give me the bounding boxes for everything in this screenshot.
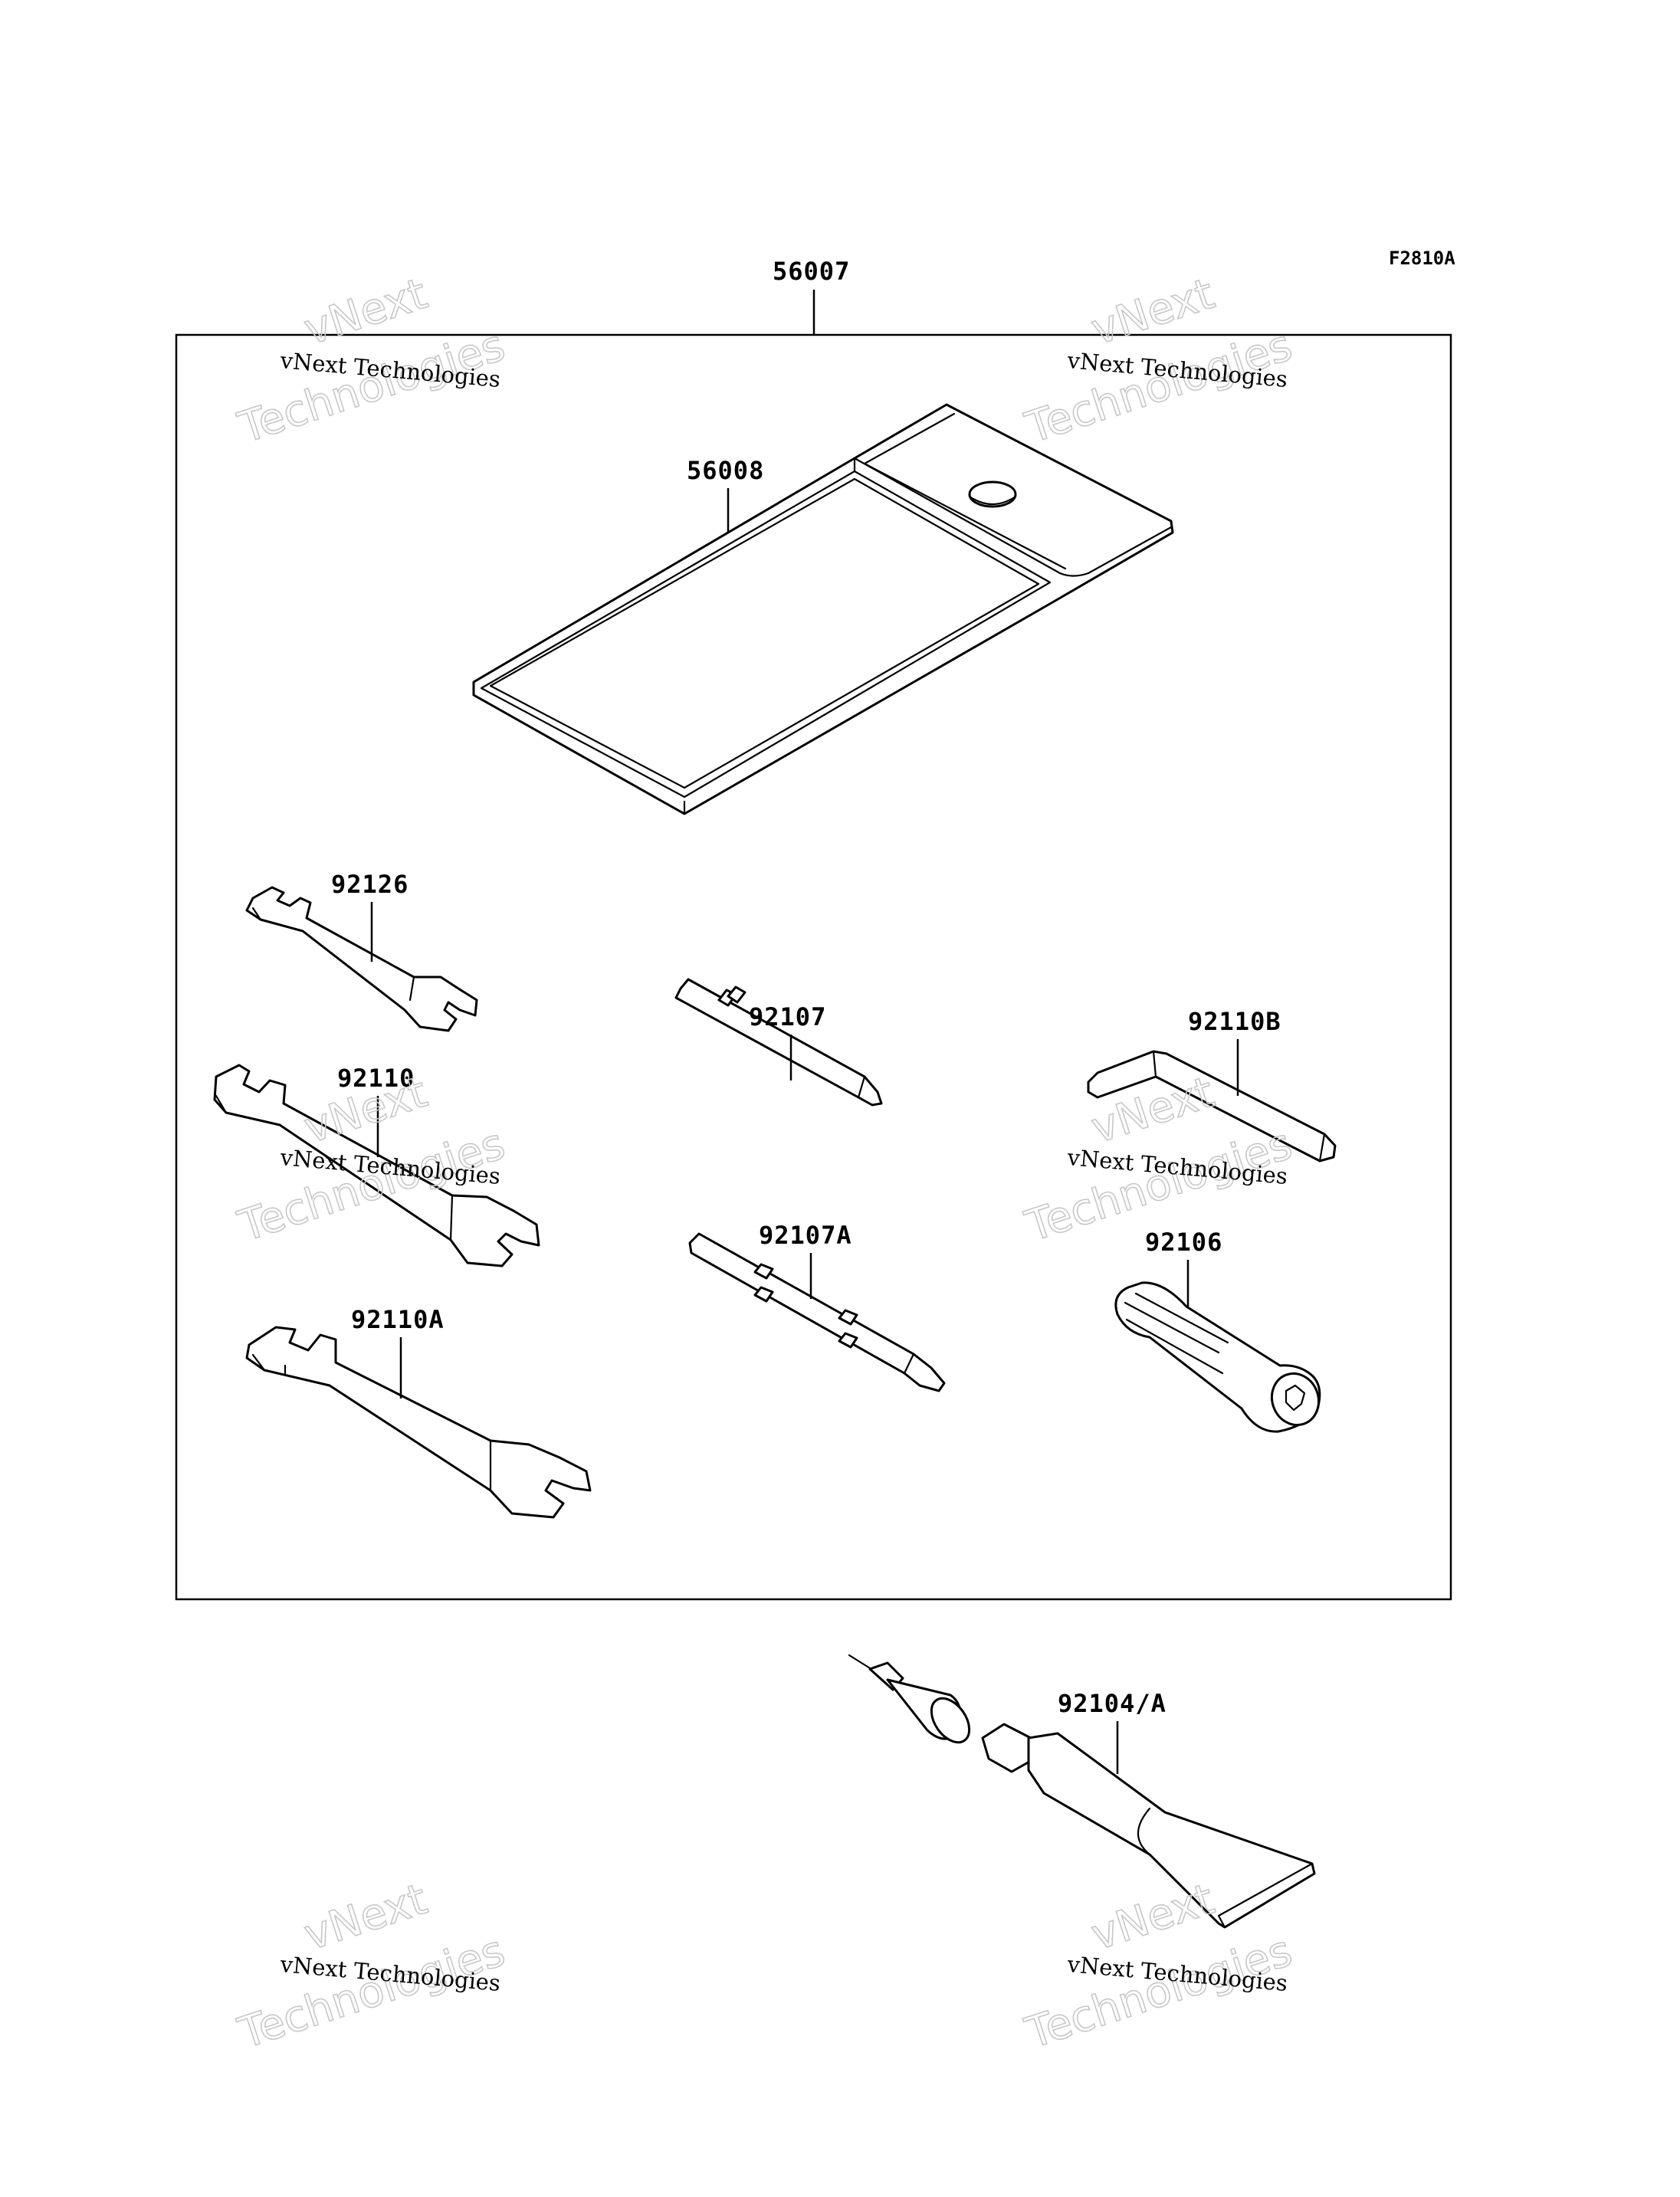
label-wrench-medium[interactable]: 92110 bbox=[337, 1064, 415, 1093]
watermark-mid-right: vNext Technologies vNext Technologies bbox=[1019, 1067, 1298, 1252]
svg-text:vNext: vNext bbox=[298, 1874, 433, 1960]
label-bag[interactable]: 56008 bbox=[687, 456, 764, 485]
screwdriver-bit bbox=[674, 978, 883, 1107]
svg-text:vNext: vNext bbox=[1085, 269, 1220, 355]
tool-bag bbox=[472, 403, 1174, 815]
label-wrench-large[interactable]: 92110A bbox=[351, 1305, 445, 1334]
grease-tube bbox=[848, 1654, 1316, 1929]
watermark-top-right: vNext Technologies vNext Technologies bbox=[1019, 268, 1298, 454]
label-kit[interactable]: 56007 bbox=[773, 257, 850, 286]
label-wrench-small[interactable]: 92126 bbox=[331, 870, 409, 899]
watermark-top-left: vNext Technologies vNext Technologies bbox=[231, 268, 511, 454]
hex-key bbox=[1087, 1050, 1337, 1162]
wrench-small bbox=[245, 886, 478, 1032]
label-screwdriver-bit[interactable]: 92107 bbox=[749, 1002, 826, 1031]
screwdriver-double bbox=[688, 1232, 946, 1392]
label-handle[interactable]: 92106 bbox=[1145, 1228, 1222, 1257]
label-screwdriver-double[interactable]: 92107A bbox=[759, 1221, 852, 1250]
svg-text:vNext: vNext bbox=[1085, 1874, 1220, 1960]
diagram-code: F2810A bbox=[1389, 248, 1455, 269]
wrench-large bbox=[245, 1326, 592, 1519]
screwdriver-handle bbox=[1114, 1281, 1321, 1433]
label-grease-tube[interactable]: 92104/A bbox=[1058, 1689, 1166, 1718]
watermark-bottom-left: vNext Technologies vNext Technologies bbox=[231, 1874, 511, 2059]
svg-text:vNext: vNext bbox=[298, 269, 433, 355]
label-hex-key[interactable]: 92110B bbox=[1188, 1007, 1281, 1036]
wrench-medium bbox=[213, 1064, 540, 1267]
